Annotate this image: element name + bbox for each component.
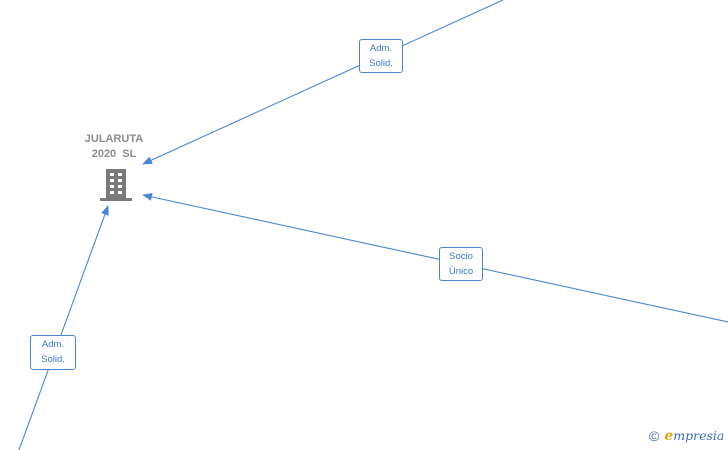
edge-socio-unico[interactable] <box>142 193 728 323</box>
brand-name: mpresia <box>673 428 725 443</box>
footer-brand: © empresia <box>649 428 724 444</box>
relation-label-adm-solid-top[interactable]: Adm. Solid. <box>359 39 403 73</box>
company-name-line2: 2020 SL <box>91 148 137 160</box>
building-icon[interactable] <box>99 167 133 208</box>
company-name-line1: JULARUTA <box>84 133 144 145</box>
relation-label-line1: Socio <box>449 251 473 262</box>
relation-label-socio-unico[interactable]: Socio Único <box>439 247 483 281</box>
brand-logo[interactable]: empresia <box>664 428 724 444</box>
edge-adm-solid-top[interactable] <box>142 0 504 165</box>
copyright-symbol: © <box>649 428 660 444</box>
relation-label-line2: Solid. <box>41 354 65 365</box>
brand-initial: e <box>664 428 674 444</box>
relation-label-adm-solid-bottom[interactable]: Adm. Solid. <box>30 335 76 370</box>
edge-adm-solid-bottom[interactable] <box>18 205 109 450</box>
relation-label-line2: Único <box>448 266 474 277</box>
relation-label-line2: Solid. <box>369 58 393 69</box>
relation-label-line1: Adm. <box>41 339 65 350</box>
company-node-label[interactable]: JULARUTA 2020 SL <box>72 132 156 162</box>
relation-label-line1: Adm. <box>369 43 393 54</box>
